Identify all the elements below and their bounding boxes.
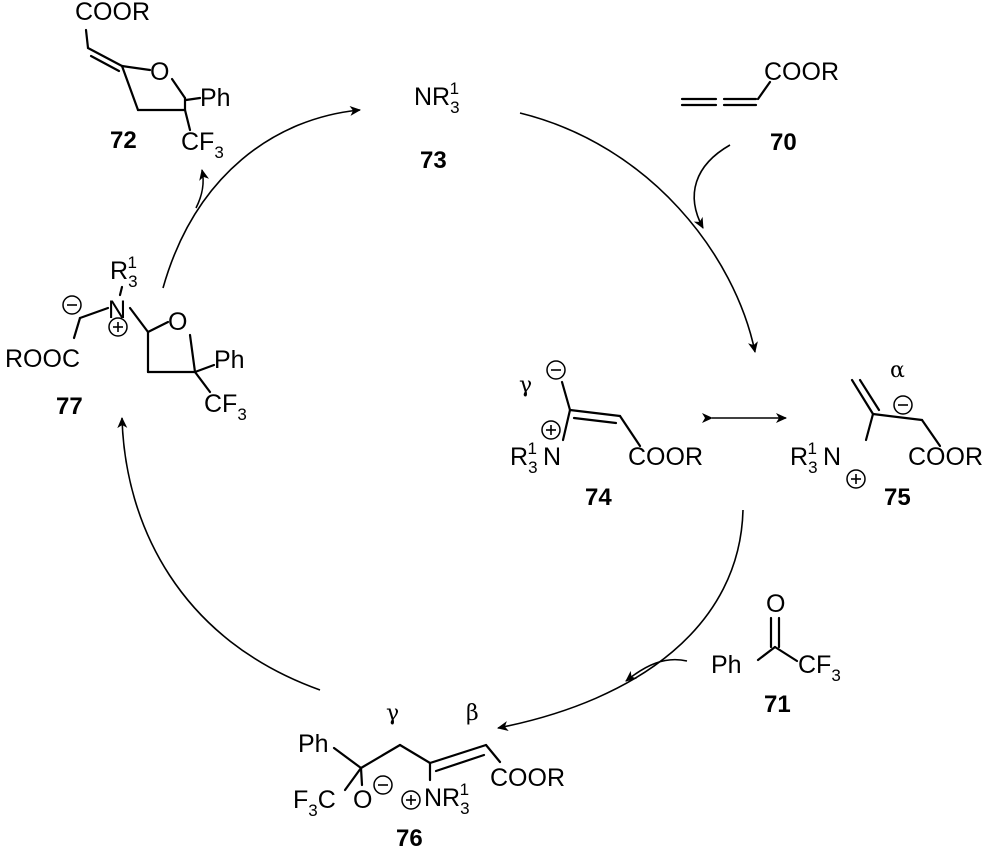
c72-number: 72 — [110, 127, 137, 154]
c74-gamma: γ — [519, 373, 532, 398]
c72-ph: Ph — [200, 84, 231, 112]
c72-oxygen: O — [150, 58, 169, 86]
c74-coor: COOR — [628, 443, 703, 471]
arrow-70-entry — [693, 144, 731, 229]
c75-alpha: α — [890, 358, 905, 383]
c76-number: 76 — [396, 825, 423, 852]
arrow-72-release — [195, 169, 209, 209]
arrow-75-to-76 — [497, 509, 744, 731]
c77-number: 77 — [56, 393, 83, 420]
c77-ester: ROOC — [5, 345, 80, 373]
c75-minus-charge — [893, 395, 913, 415]
compound-73: NR31 73 — [414, 79, 460, 174]
c75-coor: COOR — [908, 443, 983, 471]
arrow-73-to-75 — [519, 112, 758, 353]
c76-gamma: γ — [386, 701, 399, 726]
c71-ph: Ph — [711, 651, 742, 679]
c76-cf3: F3C — [293, 786, 336, 820]
c76-oxygen: O — [353, 786, 372, 814]
c72-cf3: CF3 — [181, 128, 224, 162]
compound-72: COOR O Ph CF3 72 — [75, 0, 231, 162]
c71-oxygen: O — [766, 590, 785, 618]
c77-r3: R31 — [110, 253, 138, 291]
c73-amine: NR31 — [414, 79, 460, 117]
c71-cf3: CF3 — [798, 651, 841, 685]
compound-71: O Ph CF3 71 — [711, 590, 841, 718]
c77-oxygen: O — [168, 308, 187, 336]
c77-nitrogen: N — [108, 296, 126, 324]
cycle-arrows — [117, 105, 787, 731]
c76-amine: NR31 — [424, 780, 470, 818]
c76-minus-charge — [373, 775, 393, 795]
c75-number: 75 — [884, 484, 911, 511]
c74-plus-charge — [541, 420, 561, 440]
c74-number: 74 — [585, 484, 612, 511]
arrow-71-entry — [625, 658, 688, 682]
c70-coor: COOR — [764, 58, 839, 86]
c73-number: 73 — [420, 147, 447, 174]
c71-number: 71 — [764, 691, 791, 718]
c72-coor: COOR — [75, 0, 150, 26]
compound-70: COOR 70 — [680, 58, 839, 156]
c76-beta: β — [466, 701, 479, 726]
c70-number: 70 — [770, 129, 797, 156]
c75-plus-charge — [846, 469, 866, 489]
c76-ph: Ph — [298, 730, 329, 758]
c77-cf3: CF3 — [204, 390, 247, 424]
c74-minus-charge — [546, 360, 566, 380]
compound-77: R31 N ROOC O Ph CF3 77 — [5, 253, 247, 424]
c77-minus-charge — [62, 295, 82, 315]
c76-coor: COOR — [490, 764, 565, 792]
arrow-77-to-73 — [162, 105, 361, 289]
c76-plus-charge — [401, 790, 421, 810]
c77-plus-charge — [108, 317, 128, 337]
arrow-76-to-77 — [117, 417, 321, 691]
c77-ph: Ph — [214, 346, 245, 374]
compound-76: Ph γ β COOR NR31 F3C O 76 — [293, 701, 565, 852]
